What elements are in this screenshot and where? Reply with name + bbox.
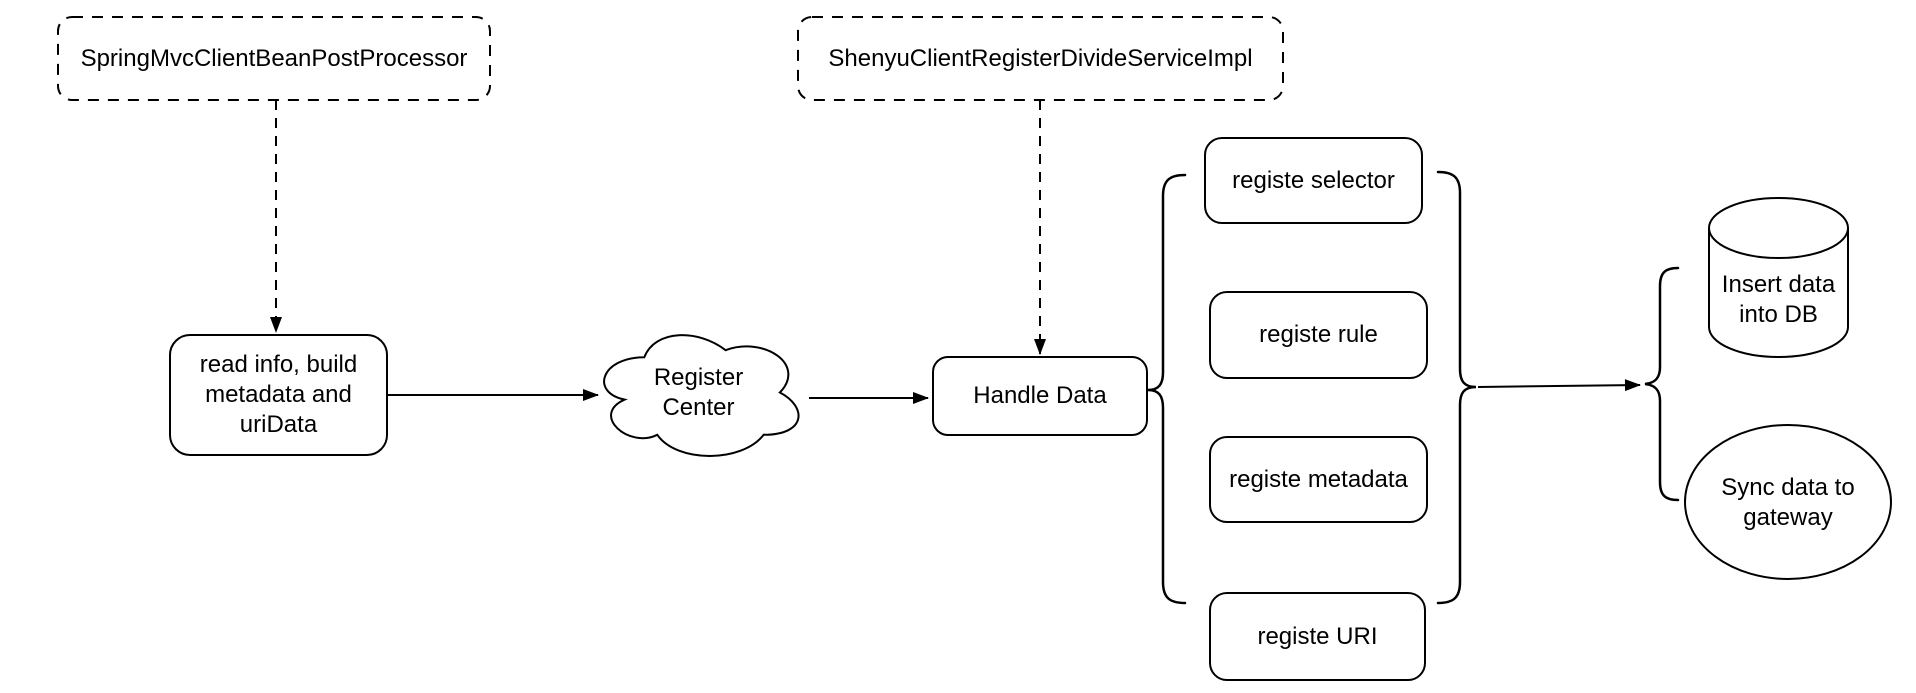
handle-data-box: [932, 356, 1148, 436]
registe-metadata-box: [1209, 436, 1428, 523]
edge-brace-to-dbgroup: [1477, 379, 1641, 392]
registe-uri-box: [1209, 592, 1426, 681]
registe-rule-label: registe rule: [1259, 321, 1378, 348]
registe-selector-label: registe selector: [1232, 166, 1395, 194]
right-curly-brace: [1436, 170, 1477, 605]
left-curly-brace: [1147, 173, 1187, 605]
insert-db-label: Insert data into DB: [1721, 271, 1836, 328]
shenyu-service-label: ShenyuClientRegisterDivideServiceImpl: [828, 44, 1253, 72]
db-group-curly-brace: [1644, 266, 1680, 502]
sync-gateway-label: Sync data to gateway: [1721, 473, 1855, 531]
registe-selector-box: [1204, 137, 1423, 224]
registe-uri-label: registe URI: [1257, 622, 1378, 650]
handle-data-label: Handle Data: [973, 382, 1107, 409]
registe-metadata-label: registe metadata: [1229, 465, 1408, 493]
insert-db-cylinder: [1708, 197, 1849, 358]
register-center-label: Register Center: [653, 363, 744, 421]
register-center-cloud: [603, 334, 800, 457]
insert-db-cylinder-lid: [1708, 227, 1849, 259]
registe-rule-box: [1209, 291, 1428, 379]
spring-processor-box: [57, 16, 491, 101]
sync-gateway-ellipse: [1684, 424, 1892, 580]
spring-processor-label: SpringMvcClientBeanPostProcessor: [80, 44, 468, 72]
read-info-label: read info, build metadata and uriData: [199, 351, 358, 438]
